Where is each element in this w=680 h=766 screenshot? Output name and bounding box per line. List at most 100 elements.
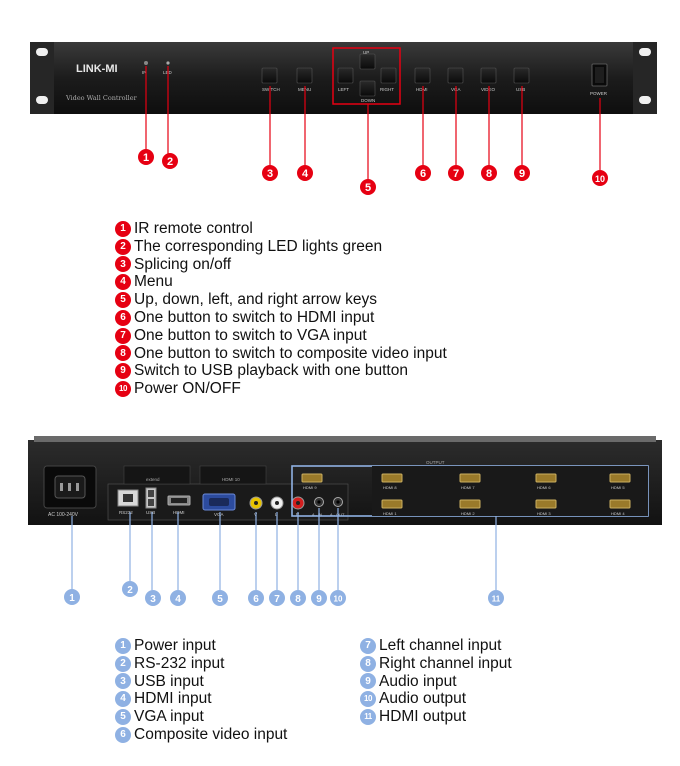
brand-logo: LINK-MI (76, 63, 118, 75)
legend-text: Audio output (379, 690, 467, 708)
rear-top-edge (34, 436, 656, 442)
legend-text: One button to switch to composite video … (134, 344, 447, 362)
usb-label: USB (516, 87, 525, 92)
hdmi5-port[interactable] (609, 473, 631, 483)
legend-badge: 1 (115, 637, 131, 654)
legend-text: Up, down, left, and right arrow keys (134, 291, 377, 309)
hdmi5-label: HDMI 5 (611, 485, 625, 490)
switch-label: SWITCH (262, 87, 280, 92)
rear-callout-5: 5 (217, 594, 223, 605)
rear-panel: AC 100-240V extend HDMI 10 RS232 USB HDM… (28, 436, 662, 525)
vga-button[interactable] (447, 67, 464, 84)
ir-sensor (144, 61, 148, 65)
hdmi8-label: HDMI 8 (383, 485, 397, 490)
hdmi7-port[interactable] (459, 473, 481, 483)
legend-badge: 10 (115, 381, 131, 398)
hdmi9-port[interactable] (301, 473, 323, 483)
switch-button[interactable] (261, 67, 278, 84)
hdmi7-label: HDMI 7 (461, 485, 475, 490)
legend-text: Splicing on/off (134, 255, 232, 273)
right-label: RIGHT (380, 87, 394, 92)
front-callout-4: 4 (302, 168, 309, 180)
extend-label: extend (146, 477, 160, 482)
a-in-label: A - IN (312, 512, 322, 517)
rear-callout-4: 4 (175, 594, 181, 605)
model-text: Video Wall Controller (65, 94, 138, 102)
output-label: OUTPUT (426, 460, 445, 465)
legend-badge: 7 (115, 327, 131, 344)
legend-text: Switch to USB playback with one button (134, 362, 408, 380)
legend-badge: 9 (115, 363, 131, 380)
led-indicator (166, 61, 170, 65)
hdmi9-label: HDMI 9 (303, 485, 317, 490)
hdmi6-port[interactable] (535, 473, 557, 483)
hdmi2-port[interactable] (459, 499, 481, 509)
hdmi3-port[interactable] (535, 499, 557, 509)
hdmi8-port[interactable] (381, 473, 403, 483)
hdmi-label: HDMI (416, 87, 428, 92)
front-panel: LINK-MI Video Wall Controller IR LED SWI… (30, 42, 657, 114)
usb-label: USB (146, 510, 155, 515)
front-callout-1: 1 (143, 152, 149, 164)
up-button[interactable] (359, 53, 376, 70)
rs232-label: RS232 (119, 510, 133, 515)
down-button[interactable] (359, 80, 376, 97)
legend-badge: 6 (115, 726, 131, 743)
legend-badge: 9 (360, 673, 376, 690)
front-callout-10: 10 (595, 174, 605, 184)
hdmi4-port[interactable] (609, 499, 631, 509)
left-button[interactable] (337, 67, 354, 84)
rear-callout-7: 7 (274, 594, 280, 605)
hdmi2-label: HDMI 2 (461, 511, 475, 516)
right-button[interactable] (380, 67, 397, 84)
legend-badge: 4 (115, 274, 131, 291)
legend-text: Menu (134, 273, 173, 291)
rack-hole (36, 96, 48, 104)
legend-text: RS-232 input (134, 654, 225, 672)
video-button[interactable] (480, 67, 497, 84)
hdmi4-label: HDMI 4 (611, 511, 625, 516)
legend-text: Right channel input (379, 654, 512, 672)
hdmi1-port[interactable] (381, 499, 403, 509)
rear-callout-6: 6 (253, 594, 259, 605)
hdmi-input-label: HDMI (173, 510, 185, 515)
video-label: VIDEO (481, 87, 496, 92)
rear-callouts: 1 2 3 4 5 6 7 8 9 10 11 (64, 581, 504, 606)
down-label: DOWN (361, 98, 375, 103)
legend-text: Power ON/OFF (134, 380, 241, 398)
menu-button[interactable] (296, 67, 313, 84)
legend-text: Audio input (379, 672, 457, 690)
left-label: LEFT (338, 87, 349, 92)
power-switch-rocker (595, 67, 604, 83)
rear-callout-3: 3 (150, 594, 156, 605)
usb-button[interactable] (513, 67, 530, 84)
hdmi-button[interactable] (414, 67, 431, 84)
legend-badge: 2 (115, 655, 131, 672)
rack-hole (36, 48, 48, 56)
vga-label: VGA (214, 512, 224, 517)
front-callout-9: 9 (519, 168, 525, 180)
output-plate (372, 466, 648, 516)
rack-hole (639, 96, 651, 104)
usb-port[interactable] (145, 487, 157, 509)
legend-badge: 11 (360, 709, 376, 726)
rear-callout-9: 9 (316, 594, 322, 605)
ac-label: AC 100-240V (48, 512, 79, 518)
legend-badge: 2 (115, 238, 131, 255)
power-label: POWER (590, 91, 608, 96)
legend-badge: 8 (115, 345, 131, 362)
front-callouts: 1 2 3 4 5 6 7 8 9 10 (138, 149, 608, 195)
up-label: UP (363, 50, 369, 55)
